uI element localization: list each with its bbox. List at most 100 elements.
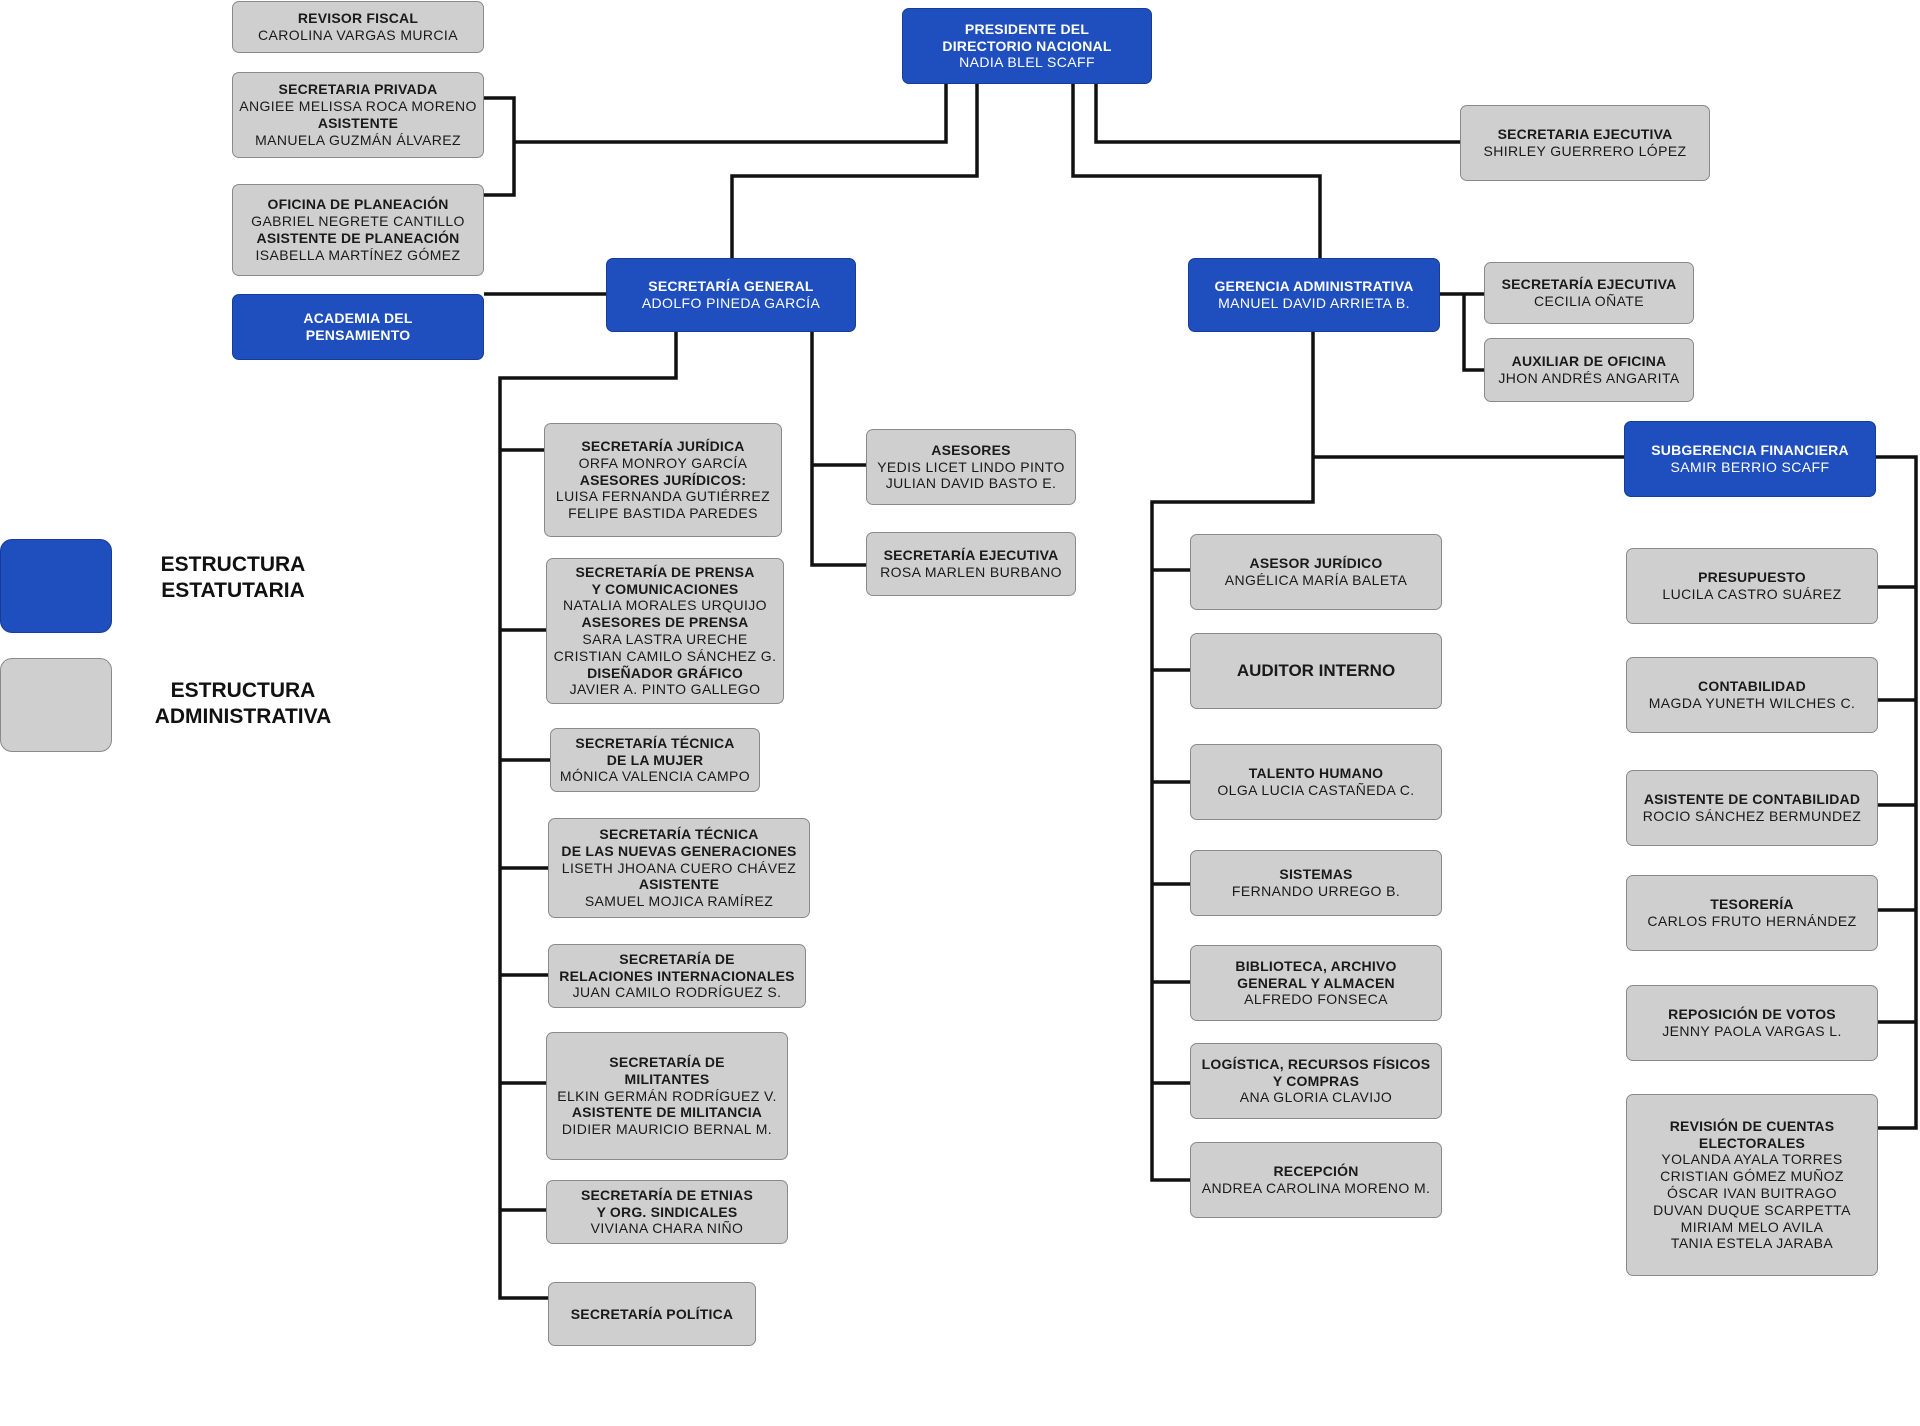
box-heading: TESORERÍA <box>1710 896 1794 913</box>
box-person-name: FELIPE BASTIDA PAREDES <box>568 505 758 522</box>
connector-president-general <box>730 84 979 258</box>
org-box-secretaria-politica[interactable]: SECRETARÍA POLÍTICA <box>548 1282 756 1346</box>
box-person-name: NATALIA MORALES URQUIJO <box>563 597 767 614</box>
box-person-name: ANGIEE MELISSA ROCA MORENO <box>239 98 477 115</box>
connector-general-right <box>810 332 866 567</box>
box-heading: PRESUPUESTO <box>1698 569 1806 586</box>
box-heading: AUXILIAR DE OFICINA <box>1511 353 1667 370</box>
box-person-name: MÓNICA VALENCIA CAMPO <box>559 768 751 785</box>
connector-general-trunk <box>498 332 678 1300</box>
connector-president-gerencia <box>1071 84 1322 258</box>
connector-left-bracket <box>484 96 516 197</box>
box-heading: OFICINA DE PLANEACIÓN <box>267 196 449 213</box>
box-heading: PRESIDENTE DEL DIRECTORIO NACIONAL <box>942 20 1112 54</box>
box-heading: ASESORES JURÍDICOS: <box>579 471 747 488</box>
box-person-name: VIVIANA CHARA NIÑO <box>590 1220 744 1237</box>
box-person-name: ANDREA CAROLINA MORENO M. <box>1201 1180 1431 1196</box>
box-heading: DISEÑADOR GRÁFICO <box>587 664 743 681</box>
box-heading: SUBGERENCIA FINANCIERA <box>1651 442 1849 459</box>
box-heading: SECRETARIA EJECUTIVA <box>1497 126 1673 143</box>
legend-label-statutory: ESTRUCTURA ESTATUTARIA <box>160 553 306 603</box>
box-heading: SECRETARÍA EJECUTIVA <box>883 547 1059 564</box>
box-person-name: MANUEL DAVID ARRIETA B. <box>1218 295 1410 311</box>
box-heading: SECRETARÍA POLÍTICA <box>570 1305 734 1322</box>
box-heading: REVISIÓN DE CUENTAS ELECTORALES <box>1669 1117 1835 1151</box>
box-person-name: YOLANDA AYALA TORRES CRISTIAN GÓMEZ MUÑO… <box>1653 1151 1851 1252</box>
box-heading: LOGÍSTICA, RECURSOS FÍSICOS Y COMPRAS <box>1201 1055 1431 1089</box>
box-heading: SECRETARÍA JURÍDICA <box>581 438 745 454</box>
box-heading: REPOSICIÓN DE VOTOS <box>1668 1006 1836 1023</box>
box-heading: ASISTENTE <box>317 115 399 131</box>
box-heading: SECRETARIA PRIVADA <box>278 81 438 98</box>
box-person-name: MAGDA YUNETH WILCHES C. <box>1648 695 1856 711</box>
box-person-name: MANUELA GUZMÁN ÁLVAREZ <box>255 131 461 148</box>
box-heading: TALENTO HUMANO <box>1248 765 1384 782</box>
box-person-name: ELKIN GERMÁN RODRÍGUEZ V. <box>557 1087 777 1104</box>
box-heading: SECRETARÍA TÉCNICA DE LAS NUEVAS GENERAC… <box>561 826 797 859</box>
connector-subgerencia-trunk <box>1876 455 1918 1130</box>
org-box-secretaria-generaciones[interactable]: SECRETARÍA TÉCNICA DE LAS NUEVAS GENERAC… <box>548 818 810 918</box>
box-heading: ASESORES DE PRENSA <box>581 614 749 631</box>
box-heading: SECRETARÍA GENERAL <box>648 278 814 295</box>
box-person-name: DIDIER MAURICIO BERNAL M. <box>561 1121 773 1138</box>
org-box-auditor-interno[interactable]: AUDITOR INTERNO <box>1190 633 1442 709</box>
connector-gerencia-assistants <box>1440 292 1484 372</box>
box-person-name: ORFA MONROY GARCÍA <box>578 454 748 471</box>
box-heading: SECRETARÍA DE ETNIAS Y ORG. SINDICALES <box>580 1186 753 1220</box>
box-person-name: CARLOS FRUTO HERNÁNDEZ <box>1647 913 1857 929</box>
box-heading: SISTEMAS <box>1279 866 1353 883</box>
box-heading: ASISTENTE DE MILITANCIA <box>571 1104 763 1121</box>
legend-label-administrative: ESTRUCTURA ADMINISTRATIVA <box>154 679 332 729</box>
box-person-name: CAROLINA VARGAS MURCIA <box>258 27 458 43</box>
box-heading: REVISOR FISCAL <box>297 10 419 27</box>
box-person-name: GABRIEL NEGRETE CANTILLO <box>251 213 465 230</box>
org-box-secretaria-internacionales[interactable]: SECRETARÍA DE RELACIONES INTERNACIONALES… <box>548 944 806 1008</box>
box-heading: ASISTENTE DE CONTABILIDAD <box>1643 791 1861 808</box>
box-heading: RECEPCIÓN <box>1273 1163 1359 1180</box>
box-person-name: SARA LASTRA URECHE CRISTIAN CAMILO SÁNCH… <box>553 631 777 664</box>
box-person-name: ALFREDO FONSECA <box>1244 991 1388 1008</box>
box-heading: SECRETARÍA DE PRENSA Y COMUNICACIONES <box>575 563 755 597</box>
connector-president-left <box>514 84 948 144</box>
box-person-name: ROSA MARLEN BURBANO <box>880 564 1062 580</box>
legend-swatch-statutory <box>0 539 112 633</box>
box-heading: AUDITOR INTERNO <box>1236 660 1396 680</box>
org-box-academia[interactable]: ACADEMIA DEL PENSAMIENTO <box>232 294 484 360</box>
box-heading: CONTABILIDAD <box>1698 678 1806 695</box>
box-heading: BIBLIOTECA, ARCHIVO GENERAL Y ALMACEN <box>1235 957 1397 991</box>
box-person-name: LUISA FERNANDA GUTIÉRREZ <box>555 488 771 505</box>
box-person-name: OLGA LUCIA CASTAÑEDA C. <box>1217 782 1415 798</box>
box-heading: SECRETARÍA DE RELACIONES INTERNACIONALES <box>559 950 795 984</box>
connector-gerencia-trunk <box>1150 332 1315 1182</box>
